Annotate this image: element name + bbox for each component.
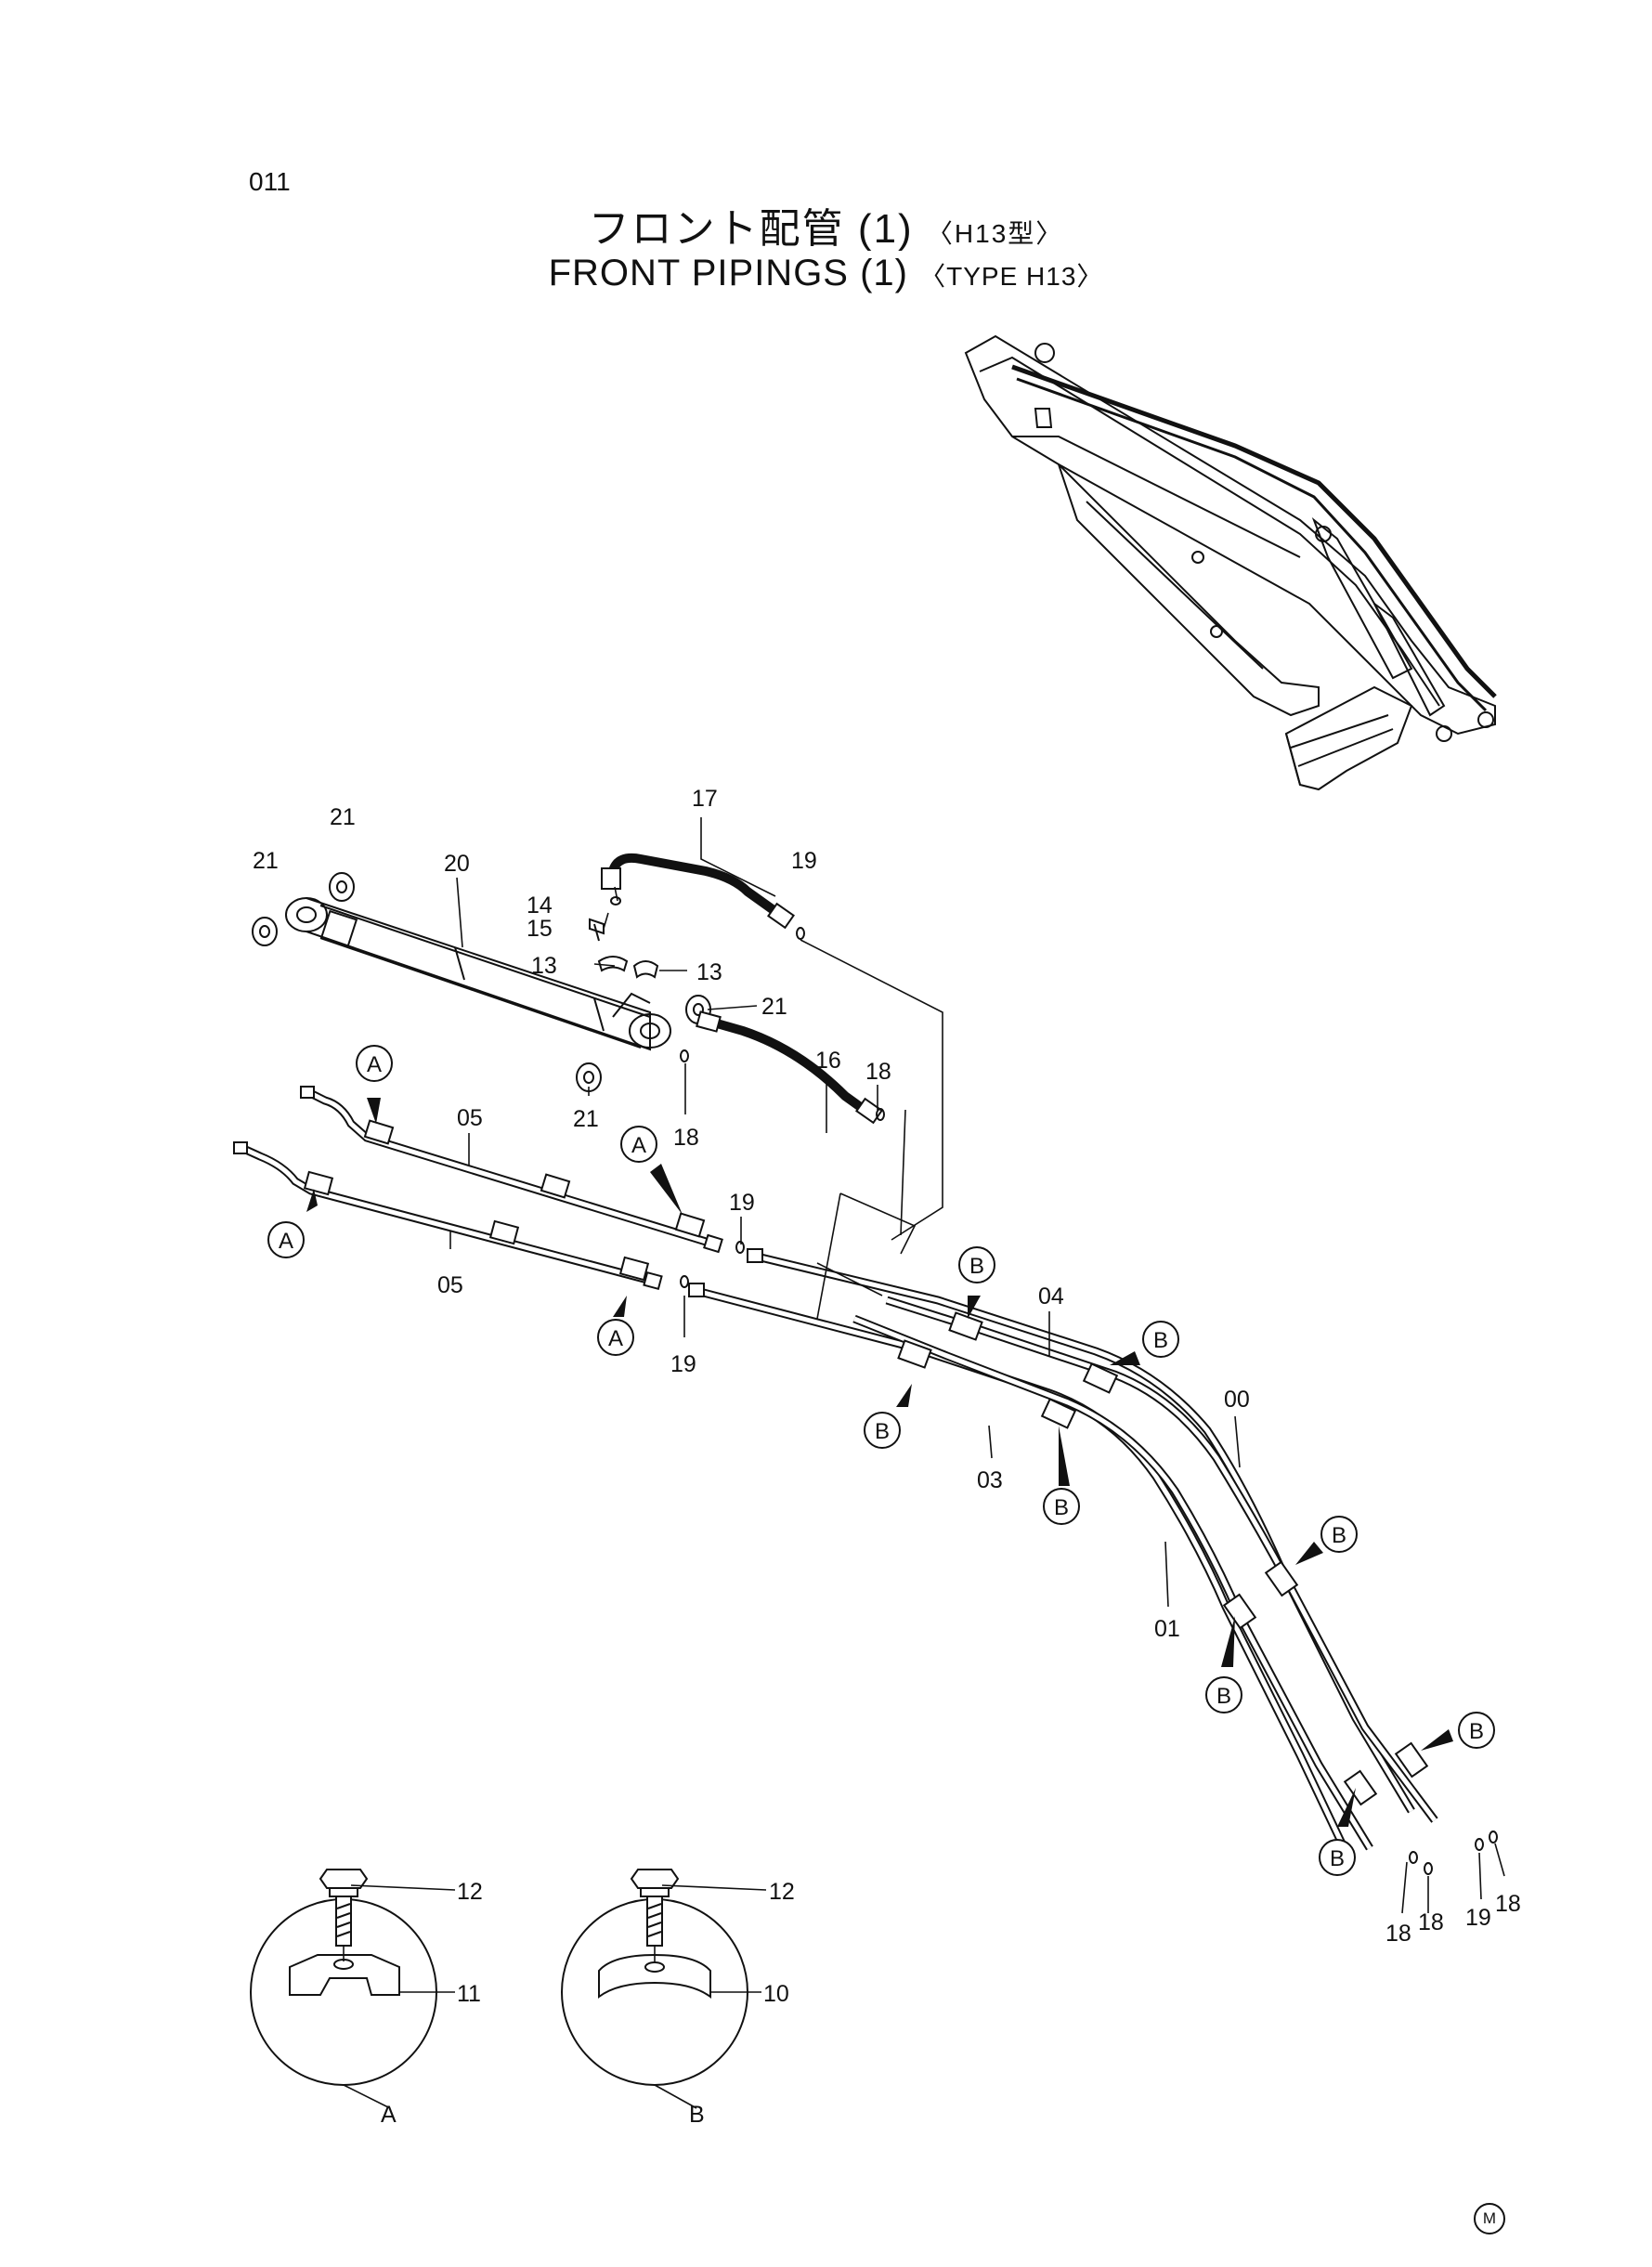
- part-label-19-d: 19: [1465, 1905, 1491, 1931]
- title-english: FRONT PIPINGS (1) 〈TYPE H13〉: [0, 253, 1652, 294]
- part-label-21-a: 21: [253, 848, 279, 874]
- part-label-19-b: 19: [729, 1190, 755, 1216]
- detail-b-bolt-label: 12: [769, 1879, 795, 1905]
- pipe-05-upper: [300, 1086, 723, 1254]
- part-label-15: 15: [527, 916, 553, 942]
- pipe-05-lower: [233, 1141, 663, 1291]
- part-label-04: 04: [1038, 1283, 1064, 1309]
- callout-b-5: B: [1332, 1523, 1346, 1548]
- part-label-18-c: 18: [1385, 1921, 1411, 1947]
- detail-b-name: B: [689, 2102, 705, 2128]
- part-label-05-b: 05: [437, 1272, 463, 1298]
- title-jp-main: フロント配管 (1): [588, 206, 914, 252]
- o-ring-group: [680, 927, 1498, 1875]
- excavator-attachment-sketch: [964, 334, 1497, 791]
- callout-a-3: A: [279, 1229, 293, 1254]
- part-label-17: 17: [692, 786, 718, 812]
- part-label-21-c: 21: [761, 994, 787, 1020]
- callout-b-6: B: [1216, 1684, 1231, 1709]
- part-label-20: 20: [444, 851, 470, 877]
- part-label-03: 03: [977, 1467, 1003, 1493]
- callout-b-4: B: [1054, 1495, 1069, 1520]
- title-en-main: FRONT PIPINGS (1): [548, 253, 908, 293]
- title-japanese: フロント配管 (1) 〈H13型〉: [0, 195, 1652, 254]
- detail-a-bolt-label: 12: [457, 1879, 483, 1905]
- page-number: 011: [249, 167, 291, 196]
- detail-a-name: A: [381, 2102, 397, 2128]
- part-label-19-c: 19: [670, 1351, 696, 1377]
- part-label-18-b: 18: [673, 1125, 699, 1151]
- part-label-13-a: 13: [531, 953, 557, 979]
- callout-a-2: A: [631, 1133, 646, 1158]
- detail-view-a: 12 11 A: [250, 1797, 483, 2128]
- part-label-16: 16: [815, 1048, 841, 1074]
- clamp-group-a: [303, 1119, 706, 1282]
- washer-21-group: [252, 872, 711, 1092]
- part-number-labels: 17 19 21 21 20 14 15 13 13 21 16 18 21 1…: [253, 786, 1521, 1947]
- part-label-01: 01: [1154, 1616, 1180, 1642]
- hose-16: [696, 1010, 883, 1125]
- callout-b-8: B: [1330, 1846, 1345, 1871]
- part-label-21-b: 21: [330, 804, 356, 830]
- bolt-clamp-group: [589, 896, 659, 979]
- callout-a-4: A: [608, 1326, 623, 1351]
- clamp-group-b: [897, 1311, 1429, 1806]
- part-label-18-d: 18: [1418, 1909, 1444, 1935]
- part-label-13-b: 13: [696, 959, 722, 985]
- hose-17: [601, 853, 795, 930]
- part-label-18-a: 18: [865, 1059, 891, 1085]
- leader-lines: [449, 817, 1505, 1914]
- callout-pointers: [306, 1098, 1453, 1827]
- part-label-14: 14: [527, 892, 553, 919]
- reference-mark: M: [1474, 2203, 1505, 2234]
- title-en-sub: 〈TYPE H13〉: [919, 262, 1104, 291]
- title-jp-sub: 〈H13型〉: [926, 219, 1064, 248]
- boom-pipe-bundle: [688, 1248, 1438, 1851]
- part-label-18-e: 18: [1495, 1891, 1521, 1917]
- callout-bubble-letters: A A A A B B B B B B B B: [279, 1052, 1484, 1871]
- callout-b-7: B: [1469, 1719, 1484, 1744]
- callout-b-2: B: [1153, 1328, 1168, 1353]
- callout-bubbles: [267, 1045, 1495, 1876]
- bucket-cylinder: [285, 897, 671, 1051]
- part-label-19-a: 19: [791, 848, 817, 874]
- callout-b-3: B: [875, 1419, 890, 1444]
- part-label-05-a: 05: [457, 1105, 483, 1131]
- part-label-21-d: 21: [573, 1106, 599, 1132]
- callout-a-1: A: [367, 1052, 382, 1077]
- detail-b-clamp-label: 10: [763, 1981, 789, 2007]
- callout-b-1: B: [969, 1254, 984, 1279]
- detail-a-clamp-label: 11: [457, 1981, 481, 2007]
- part-label-00: 00: [1224, 1387, 1250, 1413]
- detail-view-b: 12 10 B: [561, 1869, 795, 2128]
